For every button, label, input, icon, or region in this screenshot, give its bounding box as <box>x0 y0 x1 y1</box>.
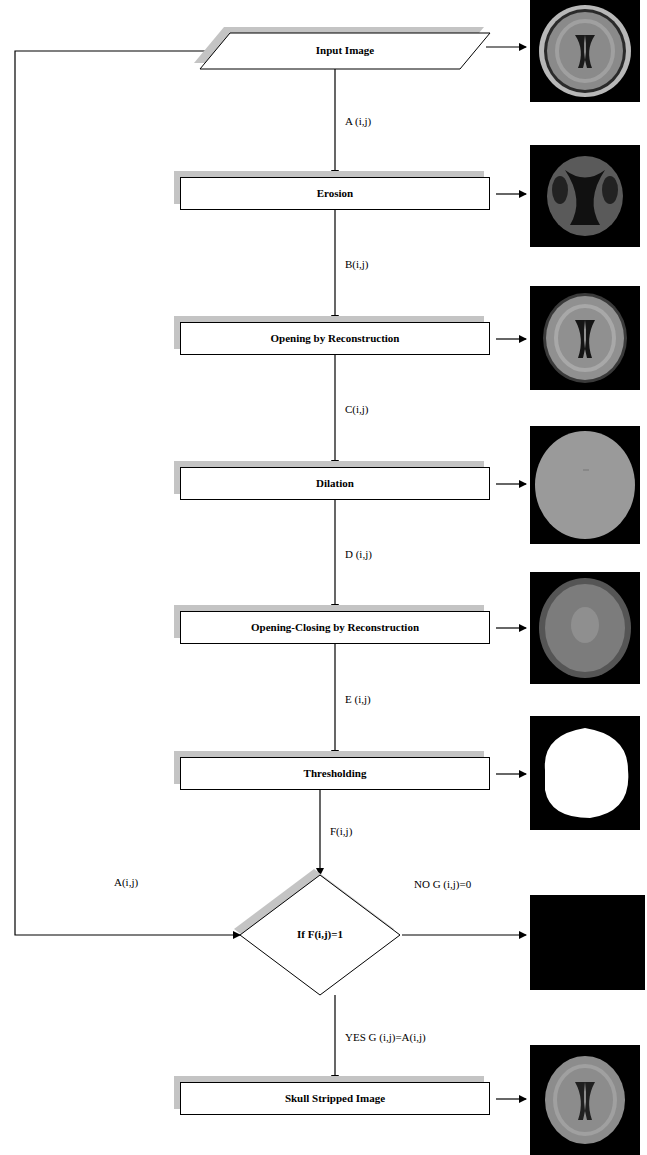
process-box: Dilation <box>180 467 490 500</box>
signal-label: E (i,j) <box>343 693 373 706</box>
signal-label: YES G (i,j)=A(i,j) <box>343 1031 428 1044</box>
flow-arrow <box>319 790 320 875</box>
node-text-group: Opening-Closing by Reconstruction <box>251 621 419 634</box>
node-text-group: Dilation <box>316 477 354 490</box>
output-box: Skull Stripped Image <box>180 1082 490 1115</box>
mri-stripped <box>530 1045 640 1155</box>
shape-outline <box>200 33 490 69</box>
mri-erosion <box>530 145 640 247</box>
mri-input <box>530 0 640 102</box>
signal-label: F(i,j) <box>328 825 354 838</box>
decision-diamond: If F(i,j)=1 <box>240 875 400 995</box>
process-box: Thresholding <box>180 757 490 790</box>
signal-label: D (i,j) <box>343 548 374 561</box>
flow-arrow <box>334 355 335 467</box>
node-text-group: Thresholding <box>304 767 367 780</box>
flow-arrow <box>334 644 335 757</box>
node-label: Input Image <box>316 44 374 57</box>
mri-black <box>530 895 645 990</box>
process-box: Erosion <box>180 177 490 210</box>
node-label: Opening-Closing by Reconstruction <box>251 621 419 634</box>
mri-dilation <box>530 426 640 544</box>
node-text-group: If F(i,j)=1 <box>297 928 343 941</box>
process-box: Opening-Closing by Reconstruction <box>180 611 490 644</box>
branch-label: NO G (i,j)=0 <box>412 878 473 891</box>
node-label: If F(i,j)=1 <box>297 928 343 941</box>
flow-arrow <box>334 995 335 1082</box>
signal-label: C(i,j) <box>343 403 371 416</box>
flow-arrow <box>334 500 335 611</box>
node-label: Skull Stripped Image <box>285 1092 385 1105</box>
node-text-group: Erosion <box>317 187 353 200</box>
flow-arrow <box>334 69 335 177</box>
node-text-group: Input Image <box>316 44 374 57</box>
mri-opening <box>530 286 640 390</box>
process-box: Opening by Reconstruction <box>180 322 490 355</box>
input-parallelogram: Input Image <box>200 33 490 69</box>
mri-threshold <box>530 716 640 830</box>
signal-label: B(i,j) <box>343 258 371 271</box>
node-label: Dilation <box>316 477 354 490</box>
signal-label: A (i,j) <box>343 115 373 128</box>
node-label: Opening by Reconstruction <box>271 332 400 345</box>
node-text-group: Opening by Reconstruction <box>271 332 400 345</box>
node-label: Erosion <box>317 187 353 200</box>
flow-arrow <box>334 210 335 322</box>
mri-opening-closing <box>530 572 640 684</box>
shape-outline <box>240 875 400 995</box>
node-label: Thresholding <box>304 767 367 780</box>
signal-label: A(i,j) <box>112 876 140 889</box>
node-text-group: Skull Stripped Image <box>285 1092 385 1105</box>
